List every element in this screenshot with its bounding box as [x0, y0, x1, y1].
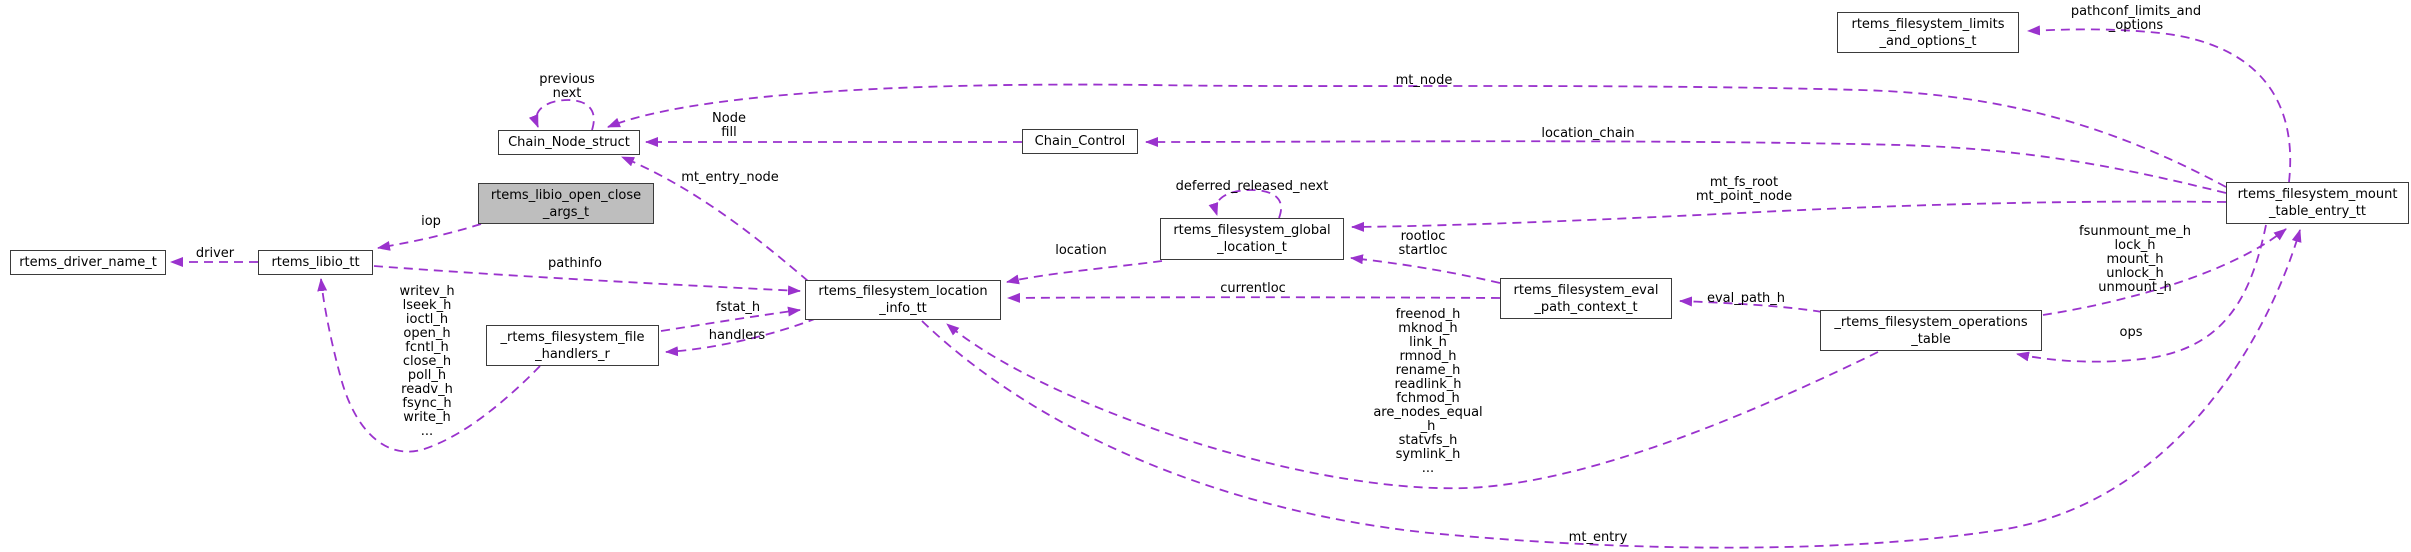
node-chain-control[interactable]: Chain_Control: [1022, 129, 1138, 154]
edge-iop: [377, 223, 482, 251]
node-rtems-filesystem-mount-table-entry-tt[interactable]: rtems_filesystem_mount _table_entry_tt: [2226, 182, 2409, 224]
edge-mt-node: [607, 83, 2227, 188]
edge-location: [1006, 260, 1163, 285]
edge-handlers: [665, 317, 818, 357]
edge-ops: [2016, 224, 2267, 363]
edge-pathconf-limits-and-options: [2027, 25, 2292, 183]
edge-pathinfo: [373, 265, 801, 296]
edge-fsunmount-list: [2042, 228, 2287, 316]
edge-mt-entry: [921, 229, 2302, 549]
edge-fstat-h: [660, 306, 801, 332]
node-rtems-filesystem-file-handlers-r[interactable]: _rtems_filesystem_file _handlers_r: [486, 325, 659, 366]
node-rtems-libio-tt[interactable]: rtems_libio_tt: [258, 250, 373, 275]
node-rtems-filesystem-eval-path-context-t[interactable]: rtems_filesystem_eval _path_context_t: [1500, 278, 1672, 319]
node-rtems-filesystem-operations-table[interactable]: _rtems_filesystem_operations _table: [1820, 310, 2042, 351]
node-rtems-driver-name-t[interactable]: rtems_driver_name_t: [10, 250, 166, 275]
edge-mt-entry-node: [621, 156, 809, 282]
node-rtems-libio-open-close-args-t: rtems_libio_open_close _args_t: [478, 183, 654, 224]
edge-deferred-released-next-selfloop: [1208, 189, 1282, 219]
edge-currentloc: [1007, 292, 1501, 303]
edge-ops-handlers-list: [946, 323, 1879, 490]
node-rtems-filesystem-location-info-tt[interactable]: rtems_filesystem_location _info_tt: [805, 280, 1001, 320]
edge-mt-fs-root-mt-point-node: [1351, 200, 2227, 232]
edge-rootloc-startloc: [1350, 254, 1501, 284]
node-rtems-filesystem-global-location-t[interactable]: rtems_filesystem_global _location_t: [1160, 218, 1344, 260]
node-chain-node-struct[interactable]: Chain_Node_struct: [498, 130, 640, 155]
edge-location-chain: [1145, 136, 2227, 194]
edge-eval-path-h: [1679, 296, 1823, 313]
node-rtems-filesystem-limits-and-options-t[interactable]: rtems_filesystem_limits _and_options_t: [1837, 12, 2019, 53]
edge-previous-next-selfloop: [528, 99, 595, 131]
